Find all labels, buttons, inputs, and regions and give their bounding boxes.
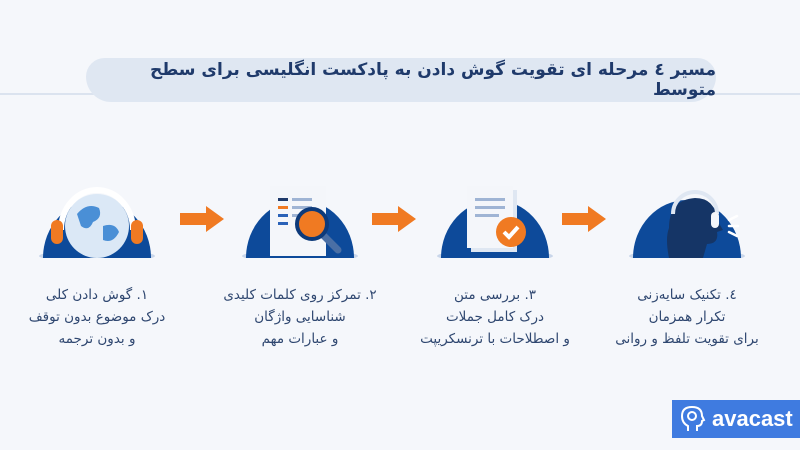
divider-right — [700, 93, 800, 95]
step-2: ۲. تمرکز روی کلمات کلیدی شناسایی واژگان … — [205, 170, 395, 350]
document-check-icon — [437, 186, 553, 262]
globe-headphones-icon — [39, 187, 155, 262]
arrow-right-icon — [372, 206, 416, 232]
page-title: مسیر ٤ مرحله ای تقویت گوش دادن به پادکست… — [149, 60, 716, 100]
step-line: شناسایی واژگان — [254, 309, 346, 325]
step-title: ٤. تکنیک سایه‌زنی — [637, 287, 737, 303]
step-line: و بدون ترجمه — [58, 331, 136, 347]
step-line: و عبارات مهم — [261, 331, 339, 347]
step-line: درک کامل جملات — [445, 309, 545, 325]
step-line: درک موضوع بدون توقف — [28, 309, 166, 325]
arrow-right-icon — [562, 206, 606, 232]
step-line: برای تقویت تلفظ و روانی — [615, 331, 759, 347]
divider-left — [0, 93, 100, 95]
head-logo-icon — [680, 405, 706, 431]
document-magnifier-icon — [242, 186, 358, 262]
logo-text: avacast — [712, 406, 793, 431]
step-title: ۲. تمرکز روی کلمات کلیدی — [223, 287, 377, 303]
step-3: ۳. بررسی متن درک کامل جملات و اصطلاحات ب… — [400, 170, 590, 350]
title-banner: مسیر ٤ مرحله ای تقویت گوش دادن به پادکست… — [86, 58, 716, 102]
step-1: ۱. گوش دادن کلی درک موضوع بدون توقف و بد… — [2, 170, 192, 350]
step-4: ٤. تکنیک سایه‌زنی تکرار همزمان برای تقوی… — [592, 170, 782, 350]
step-title: ۳. بررسی متن — [453, 287, 536, 303]
step-title: ۱. گوش دادن کلی — [45, 287, 149, 303]
step-line: و اصطلاحات با ترنسکریپت — [420, 331, 570, 347]
speaking-head-headset-icon — [629, 190, 745, 262]
step-line: تکرار همزمان — [648, 309, 726, 325]
avacast-logo: avacast — [672, 400, 800, 438]
arrow-right-icon — [180, 206, 224, 232]
